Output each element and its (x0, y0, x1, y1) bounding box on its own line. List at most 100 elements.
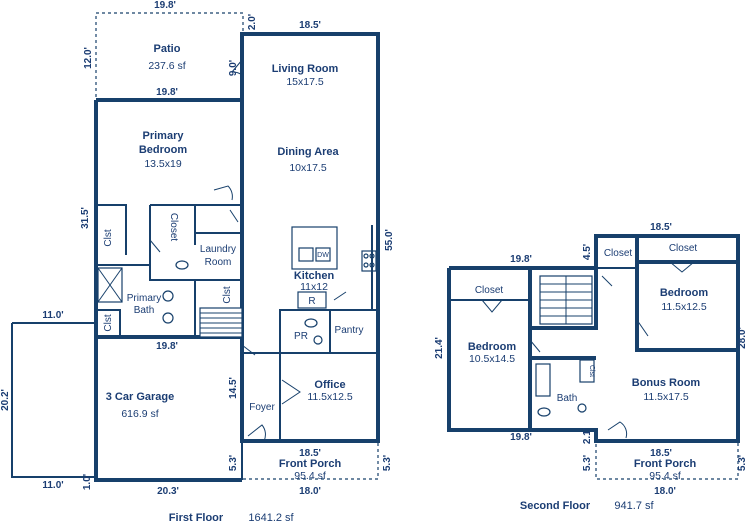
dim-right-side: 55.0' (384, 229, 395, 251)
second-floor-shell (447, 234, 740, 443)
dim-2f-porch-bottom: 18.0' (654, 486, 676, 497)
room-name-closet-right: Closet (669, 243, 698, 254)
dim-2f-porch-right: 5.3' (737, 455, 747, 471)
toilet-pr (304, 318, 318, 328)
room-name-pr: PR (294, 331, 308, 342)
laundry-door (229, 209, 239, 223)
room-name-closet-top: Closet (604, 248, 633, 259)
room-name-front-porch: Front Porch (279, 458, 342, 470)
room-name-patio: Patio (154, 43, 181, 55)
dim-patio-bottom: 19.8' (156, 87, 178, 98)
room-name-primary-bedroom-2: Bedroom (139, 144, 188, 156)
dim-2f-top-left: 19.8' (510, 254, 532, 265)
stair-bottom-wall (530, 268, 598, 330)
burner-1 (363, 253, 369, 259)
room-name-office: Office (314, 379, 345, 391)
room-name-primary-bath-2: Bath (134, 305, 155, 316)
cooktop (361, 250, 377, 272)
bedroom-door (213, 185, 233, 201)
dim-garage-left: 20.2' (0, 389, 11, 411)
bedroom-left-door (529, 339, 541, 353)
burner-3 (363, 262, 369, 268)
bath-sink-1 (162, 290, 174, 302)
dim-porch-left: 5.3' (228, 455, 239, 471)
room-name-living: Living Room (272, 63, 339, 75)
garage-wall (94, 337, 242, 482)
label-dw: DW (317, 252, 329, 259)
room-name-clst-stair: Clst (222, 286, 233, 303)
closet-double-door (481, 299, 503, 313)
room-name-bath: Bath (557, 393, 578, 404)
room-size-front-porch: 95.4 sf (294, 470, 326, 482)
bath-door (149, 239, 161, 253)
dim-garage-top: 11.0' (42, 310, 63, 321)
first-floor: 19.8' Patio 237.6 sf 19.8' 12.0' 2.0' 18… (0, 0, 395, 524)
dim-garage-bottom: 20.3' (157, 486, 179, 497)
caption-first-floor: First Floor (169, 512, 224, 524)
front-porch-outline (241, 440, 379, 480)
bath-sink-2 (162, 312, 174, 324)
pr-wall (279, 309, 331, 353)
refrigerator (297, 291, 327, 309)
bath-toilet (537, 407, 551, 417)
label-refrigerator: R (308, 296, 315, 307)
room-size-kitchen: 11x12 (300, 281, 328, 293)
room-name-pantry: Pantry (335, 325, 364, 336)
room-size-front-porch-2: 95.4 sf (649, 470, 681, 482)
room-size-bedroom-left: 10.5x14.5 (469, 353, 515, 365)
dim-2f-top-right: 18.5' (650, 222, 672, 233)
room-name-kitchen: Kitchen (294, 270, 335, 282)
room-name-bonus: Bonus Room (632, 377, 701, 389)
front-door (247, 424, 266, 442)
dim-left-side: 31.5' (80, 207, 91, 229)
dim-living-top: 18.5' (299, 20, 321, 31)
bonus-door (607, 421, 628, 439)
closet-right-door (669, 261, 695, 273)
total-first-floor: 1641.2 sf (248, 512, 294, 524)
room-name-clst-bath: Clst (103, 314, 114, 331)
dim-porch-top: 18.5' (299, 448, 321, 459)
bedroom-right-wall (635, 262, 738, 352)
dim-2f-small-bottom: 2.1' (582, 428, 593, 444)
bathtub (535, 363, 551, 397)
room-name-bath-clst: Clst (588, 365, 595, 377)
toilet-laundry (175, 260, 189, 270)
room-name-laundry-1: Laundry (200, 244, 236, 255)
room-name-closet-a: Closet (168, 213, 179, 242)
room-size-patio: 237.6 sf (148, 60, 185, 72)
dim-2f-porch-top: 18.5' (650, 448, 672, 459)
dim-2f-bottom-left: 19.8' (510, 432, 532, 443)
room-size-primary-bedroom: 13.5x19 (144, 158, 182, 170)
dim-2f-porch-left: 5.3' (582, 455, 593, 471)
stairs-second-floor (539, 275, 593, 325)
caption-second-floor: Second Floor (520, 500, 591, 512)
dim-2f-right-side: 28.0' (737, 327, 747, 349)
closet-wall (96, 204, 127, 255)
room-size-living: 15x17.5 (286, 76, 324, 88)
stairs-first-floor (199, 307, 243, 338)
room-name-bedroom-left: Bedroom (468, 341, 517, 353)
dim-garage-inner-top: 19.8' (156, 341, 178, 352)
room-name-foyer: Foyer (249, 402, 275, 413)
closet-top-door (601, 275, 613, 287)
garage-door (241, 344, 256, 356)
bath-closet-box (579, 359, 595, 383)
room-size-bedroom-right: 11.5x12.5 (661, 301, 707, 313)
dim-patio-left: 12.0' (83, 47, 94, 69)
dim-porch-bottom: 18.0' (299, 486, 321, 497)
bath-sink (577, 403, 587, 413)
shower-x-2 (97, 267, 123, 303)
room-size-office: 11.5x12.5 (307, 391, 353, 403)
room-size-dining: 10x17.5 (289, 162, 327, 174)
dim-foyer-left: 14.5' (228, 377, 239, 399)
second-floor: 18.5' 19.8' 4.5' 21.4' 28.0' Closet Bedr… (434, 222, 747, 512)
side-garage-wall (11, 323, 96, 478)
dim-2f-left-side: 21.4' (434, 337, 445, 359)
clst-wall (96, 309, 121, 337)
room-name-front-porch-2: Front Porch (634, 458, 697, 470)
room-size-garage: 616.9 sf (121, 408, 158, 420)
dim-garage-bottom-left: 11.0' (42, 480, 63, 491)
patio-door (231, 59, 243, 76)
office-double-door (281, 379, 301, 405)
